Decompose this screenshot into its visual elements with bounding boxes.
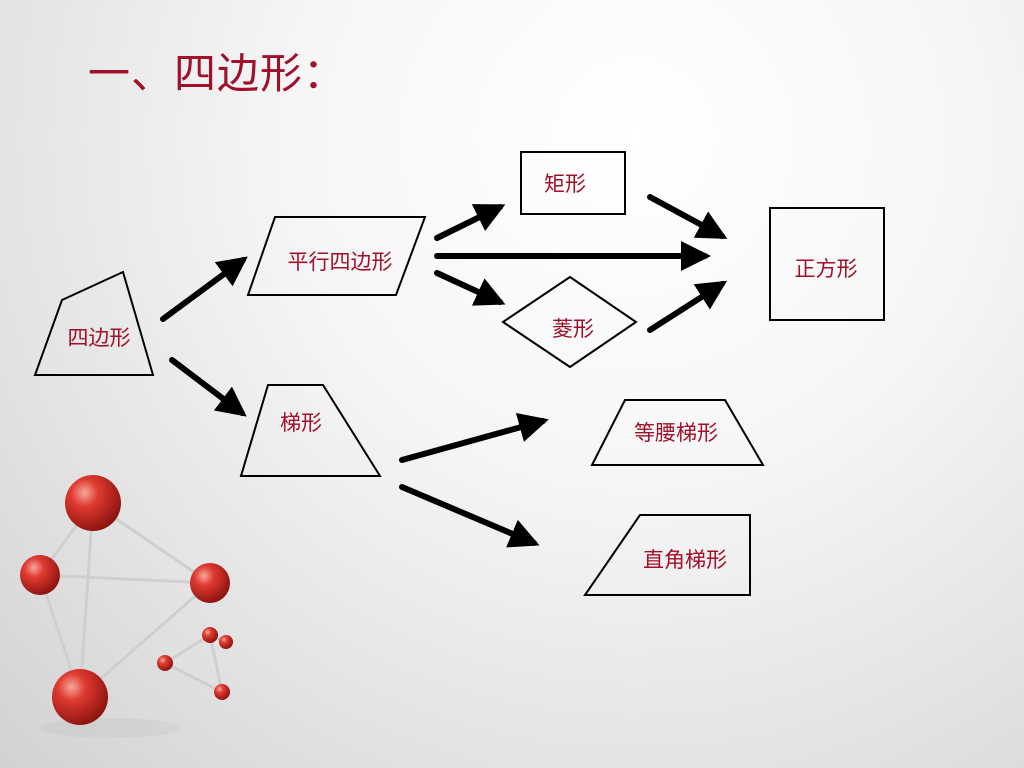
arrow-quadrilateral-to-trapezoid (169, 357, 247, 417)
sphere-small (219, 635, 233, 649)
right-trapezoid-shape (583, 514, 751, 596)
label-square: 正方形 (794, 257, 858, 281)
rectangle-shape (520, 151, 626, 215)
sphere-bottom (52, 669, 108, 725)
arrow-parallelogram-to-rhombus (434, 270, 506, 306)
square-shape (769, 207, 885, 321)
sphere-small (202, 627, 218, 643)
trapezoid-shape (239, 384, 382, 477)
sphere-left (20, 555, 60, 595)
sphere-small (157, 655, 173, 671)
arrow-rhombus-to-square (647, 280, 728, 333)
sphere-right (190, 563, 230, 603)
arrow-trapezoid-to-right-trapezoid (399, 484, 540, 548)
label-rhombus: 菱形 (552, 317, 594, 341)
quadrilateral-shape (33, 270, 155, 376)
parallelogram-shape (246, 216, 427, 296)
label-trapezoid: 梯形 (280, 411, 322, 435)
arrow-rectangle-to-square (647, 194, 728, 239)
molecule-decoration (20, 475, 233, 738)
isosceles-trapezoid-shape (590, 399, 765, 466)
label-right-trapezoid: 直角梯形 (643, 548, 727, 572)
arrow-trapezoid-to-isosceles (399, 412, 549, 463)
sphere-large-top (65, 475, 121, 531)
label-quadrilateral: 四边形 (67, 326, 131, 350)
arrow-quadrilateral-to-parallelogram (160, 256, 248, 322)
label-parallelogram: 平行四边形 (287, 250, 393, 274)
label-rectangle: 矩形 (544, 172, 586, 196)
slide-title: 一、四边形： (88, 49, 347, 98)
rhombus-shape (501, 275, 638, 369)
label-isosceles-trapezoid: 等腰梯形 (634, 421, 718, 445)
sphere-small (214, 684, 230, 700)
arrow-parallelogram-to-rectangle (434, 204, 506, 241)
